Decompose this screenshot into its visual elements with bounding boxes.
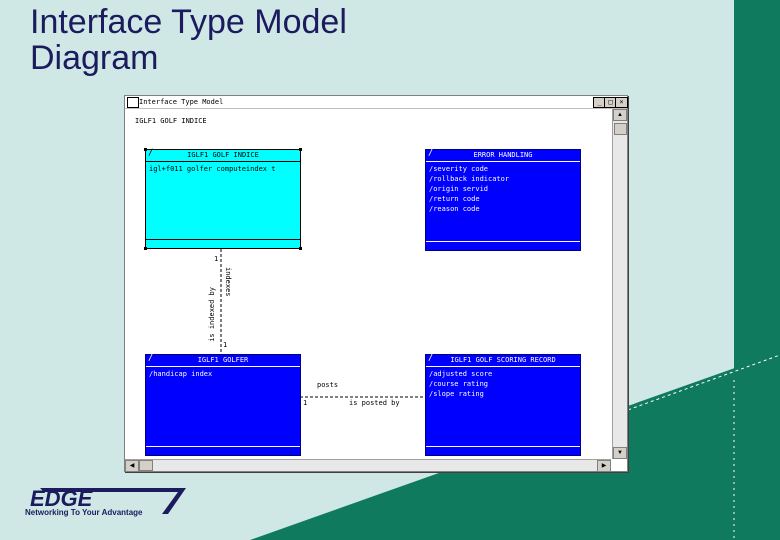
- diagram-name: IGLF1 GOLF INDICE: [135, 117, 207, 125]
- edge-logo: EDGE: [30, 486, 186, 514]
- logo-tagline: Networking To Your Advantage: [25, 508, 143, 517]
- logo-swoosh: [40, 488, 186, 514]
- entity-header: / IGLF1 GOLFER: [146, 353, 300, 367]
- entity-marker-icon: /: [148, 148, 154, 158]
- selection-handle[interactable]: [144, 148, 147, 151]
- entity-attributes: /adjusted score /course rating /slope ra…: [426, 367, 580, 401]
- entity-divider: [146, 239, 300, 240]
- cardinality-label: 1: [223, 341, 228, 349]
- slide-title-line2: Diagram: [30, 39, 159, 77]
- attribute[interactable]: /severity code: [429, 165, 489, 173]
- entity-name: IGLF1 GOLF SCORING RECORD: [450, 356, 556, 364]
- entity-header: / IGLF1 GOLF SCORING RECORD: [426, 353, 580, 367]
- attribute[interactable]: /reason code: [429, 205, 480, 213]
- attribute[interactable]: /slope rating: [429, 390, 484, 398]
- attribute[interactable]: /adjusted score: [429, 370, 493, 378]
- entity-attributes: igl+f011 golfer computeindex t: [146, 162, 300, 176]
- selection-handle[interactable]: [144, 247, 147, 250]
- logo-word: EDGE: [30, 486, 94, 511]
- cardinality-label: 1: [214, 255, 219, 263]
- scroll-up-icon[interactable]: ▲: [613, 109, 627, 121]
- entity-golf-indice[interactable]: / IGLF1 GOLF INDICE igl+f011 golfer comp…: [144, 148, 302, 250]
- relationship-label-is-indexed-by[interactable]: is indexed by: [208, 287, 216, 342]
- attribute[interactable]: /return code: [429, 195, 480, 203]
- close-button[interactable]: ×: [615, 97, 628, 108]
- entity-divider: [426, 446, 580, 447]
- entity-golfer[interactable]: / IGLF1 GOLFER /handicap index: [145, 353, 301, 456]
- attribute[interactable]: /course rating: [429, 380, 489, 388]
- entity-error-handling[interactable]: / ERROR HANDLING /severity code /rollbac…: [425, 148, 581, 251]
- attribute[interactable]: igl+f011 golfer computeindex t: [149, 165, 276, 173]
- selection-handle[interactable]: [299, 148, 302, 151]
- entity-header: / ERROR HANDLING: [426, 148, 580, 162]
- attribute[interactable]: /origin servid: [429, 185, 489, 193]
- entity-divider: [146, 446, 300, 447]
- horizontal-scroll-thumb[interactable]: [139, 460, 153, 471]
- entity-divider: [426, 241, 580, 242]
- entity-marker-icon: /: [428, 353, 434, 363]
- slide-title-line1: Interface Type Model: [30, 3, 347, 41]
- entity-header: / IGLF1 GOLF INDICE: [146, 148, 300, 162]
- entity-attributes: /handicap index: [146, 367, 300, 381]
- dotted-accent-line: [599, 354, 780, 421]
- vertical-scrollbar[interactable]: ▲ ▼: [612, 109, 627, 459]
- relationship-label-indexes[interactable]: indexes: [224, 267, 232, 297]
- selection-handle[interactable]: [299, 247, 302, 250]
- diagram-app-icon[interactable]: [127, 97, 139, 108]
- entity-marker-icon: /: [148, 353, 154, 363]
- vertical-scroll-thumb[interactable]: [614, 123, 627, 135]
- window-titlebar[interactable]: Interface Type Model _ □ ×: [125, 96, 628, 109]
- entity-attributes: /severity code /rollback indicator /orig…: [426, 162, 580, 216]
- entity-marker-icon: /: [428, 148, 434, 158]
- horizontal-scrollbar[interactable]: ◀ ▶: [125, 459, 611, 472]
- entity-name: IGLF1 GOLF INDICE: [187, 151, 259, 159]
- attribute[interactable]: /rollback indicator: [429, 175, 510, 183]
- diagram-window: Interface Type Model _ □ × IGLF1 GOLF IN…: [124, 95, 628, 472]
- scroll-down-icon[interactable]: ▼: [613, 447, 627, 459]
- relationship-lines: [220, 249, 426, 398]
- relationship-label-posts[interactable]: posts: [317, 381, 339, 389]
- diagram-canvas[interactable]: IGLF1 GOLF INDICE / IGLF1 GOLF INDICE ig…: [125, 109, 611, 459]
- attribute[interactable]: /handicap index: [149, 370, 213, 378]
- slide-title: Interface Type Model Diagram: [30, 4, 347, 76]
- scroll-right-icon[interactable]: ▶: [597, 460, 611, 472]
- window-title: Interface Type Model: [139, 98, 224, 106]
- entity-name: IGLF1 GOLFER: [197, 356, 249, 364]
- scroll-left-icon[interactable]: ◀: [125, 460, 139, 472]
- cardinality-label: 1: [303, 399, 308, 407]
- entity-name: ERROR HANDLING: [473, 151, 533, 159]
- entity-golf-scoring-record[interactable]: / IGLF1 GOLF SCORING RECORD /adjusted sc…: [425, 353, 581, 456]
- relationship-label-is-posted-by[interactable]: is posted by: [349, 399, 400, 407]
